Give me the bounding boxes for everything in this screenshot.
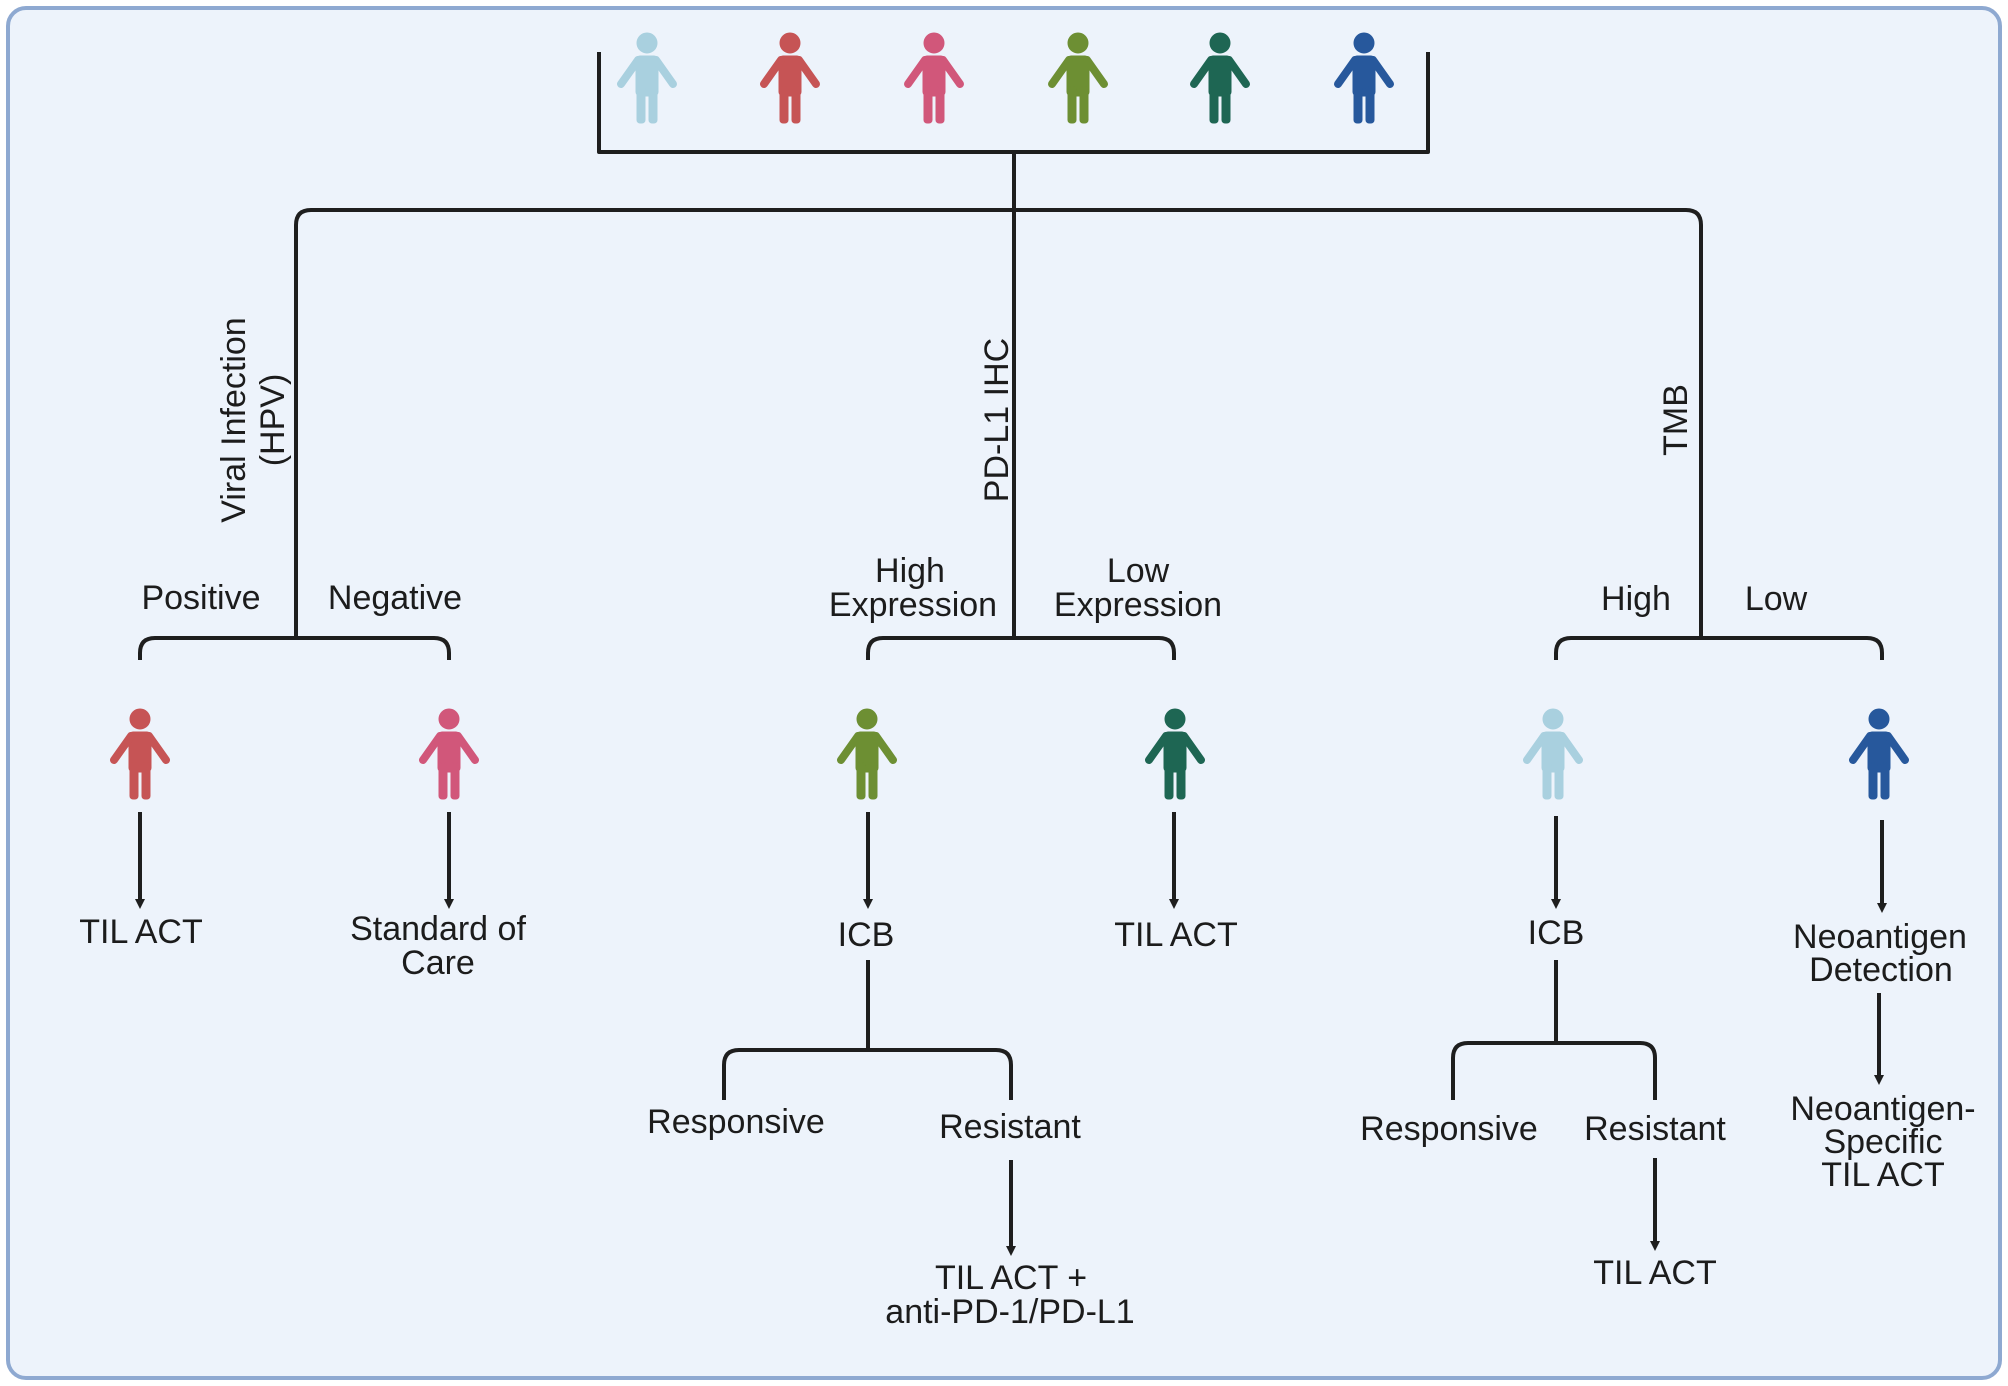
right-resistant-outcome: TIL ACT <box>1593 1254 1716 1292</box>
left-split <box>138 636 451 660</box>
neoantigen-specific-line1: Neoantigen- <box>1790 1090 1975 1128</box>
middle-resistant-label: Resistant <box>939 1108 1081 1146</box>
middle-resistant-outcome-line1: TIL ACT + <box>935 1259 1087 1297</box>
high-expression-label-line2: Expression <box>829 586 997 624</box>
tmb-high-outcome: ICB <box>1528 914 1585 952</box>
left-branch-title: Viral Infection <box>215 317 253 522</box>
tmb-low-label: Low <box>1745 580 1808 618</box>
middle-split <box>866 636 1176 660</box>
diagram-background <box>6 6 2002 1380</box>
negative-outcome-line1: Standard of <box>350 910 526 948</box>
right-responsive-label: Responsive <box>1360 1110 1538 1148</box>
negative-label: Negative <box>328 579 462 617</box>
low-expression-label-line1: Low <box>1107 552 1170 590</box>
top-split-line <box>294 208 1703 241</box>
right-split <box>1554 636 1884 660</box>
right-branch-title: TMB <box>1657 384 1695 456</box>
tmb-high-label: High <box>1601 580 1671 618</box>
negative-outcome-line2: Care <box>401 944 475 982</box>
right-resistant-label: Resistant <box>1584 1110 1726 1148</box>
middle-branch-title: PD-L1 IHC <box>978 338 1016 502</box>
left-branch-title-line2: (HPV) <box>254 374 292 467</box>
low-expression-outcome: TIL ACT <box>1114 916 1237 954</box>
neoantigen-specific-line2: Specific <box>1823 1123 1942 1161</box>
tmb-low-outcome-line1: Neoantigen <box>1793 918 1967 956</box>
high-expression-outcome: ICB <box>838 916 895 954</box>
positive-outcome: TIL ACT <box>79 913 202 951</box>
middle-responsive-label: Responsive <box>647 1103 825 1141</box>
high-expression-label-line1: High <box>875 552 945 590</box>
neoantigen-specific-line3: TIL ACT <box>1821 1156 1944 1194</box>
connector-lines <box>138 52 1884 1100</box>
low-expression-label-line2: Expression <box>1054 586 1222 624</box>
positive-label: Positive <box>141 579 260 617</box>
arrows <box>135 812 1887 1256</box>
tmb-low-outcome-line2: Detection <box>1809 951 1953 989</box>
middle-icb-split <box>722 1048 1013 1100</box>
middle-resistant-outcome-line2: anti-PD-1/PD-L1 <box>885 1293 1134 1331</box>
right-icb-split <box>1451 1041 1657 1100</box>
